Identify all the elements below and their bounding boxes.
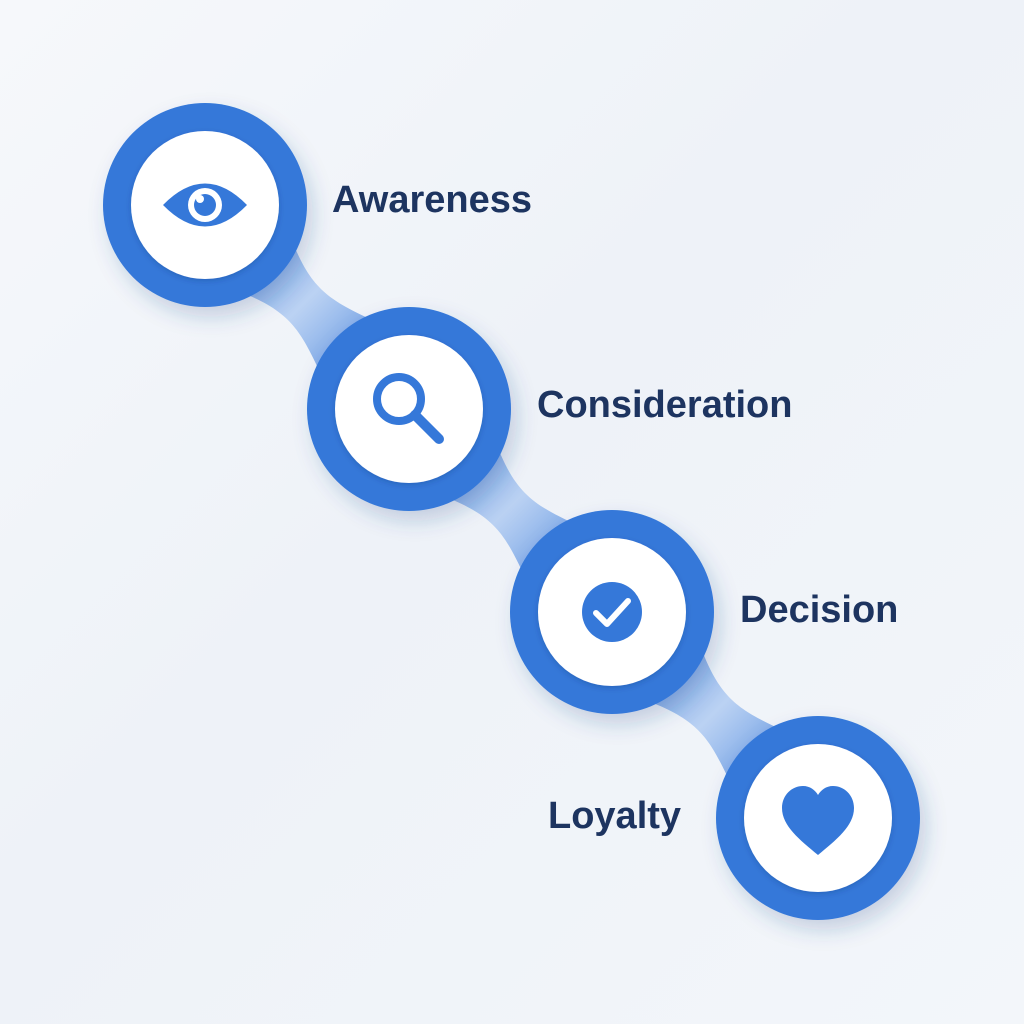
stage-label-loyalty: Loyalty: [548, 795, 682, 837]
stage-awareness: [103, 103, 307, 307]
check-circle-icon: [582, 582, 642, 642]
stage-disc: [335, 335, 483, 483]
connectors: [235, 235, 782, 782]
stage-label-awareness: Awareness: [332, 179, 532, 221]
stage-label-decision: Decision: [740, 589, 899, 631]
magnifier-icon: [373, 373, 444, 444]
eye-icon: [163, 183, 247, 227]
stage-label-consideration: Consideration: [537, 384, 793, 426]
stage-consideration: [307, 307, 511, 511]
heart-icon: [782, 786, 854, 855]
stage-decision: [510, 510, 714, 714]
stage-loyalty: [716, 716, 920, 920]
